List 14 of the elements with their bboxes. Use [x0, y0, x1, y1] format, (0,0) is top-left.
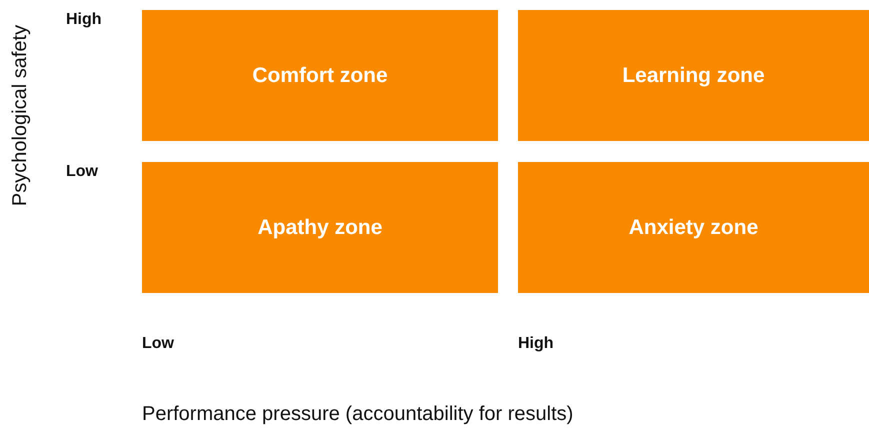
axis-title: Psychological safety	[8, 24, 32, 206]
zone-box	[518, 10, 869, 141]
axis-tick-label: Low	[66, 163, 98, 181]
zone-label: Comfort zone	[252, 64, 388, 88]
zone-label: Anxiety zone	[628, 216, 758, 240]
axis-tick-label: Low	[142, 335, 174, 353]
zone-box	[518, 162, 869, 293]
zone-label: Apathy zone	[258, 216, 382, 240]
zone-box	[142, 162, 498, 293]
axis-title: Performance pressure (accountability for results)	[142, 403, 574, 426]
axis-tick-label: High	[66, 11, 102, 29]
axis-tick-label: High	[518, 335, 554, 353]
zone-label: Learning zone	[622, 64, 765, 88]
zone-box	[142, 10, 498, 141]
